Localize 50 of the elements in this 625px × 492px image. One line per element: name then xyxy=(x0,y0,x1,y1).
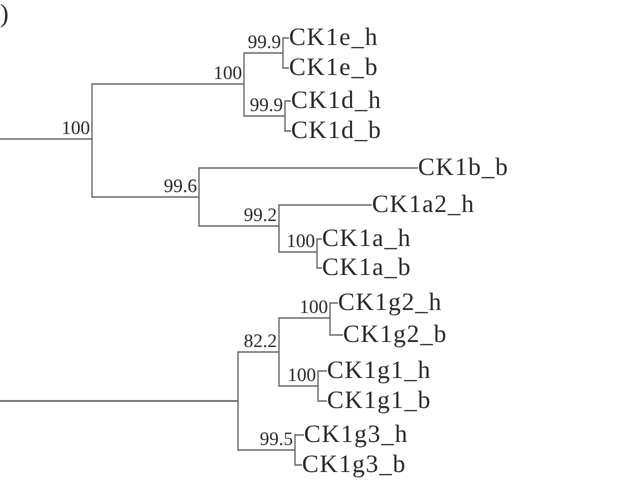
tree-branch xyxy=(294,434,304,450)
tree-branch xyxy=(243,84,285,117)
tree-branch xyxy=(0,400,295,451)
tree-branch xyxy=(284,116,291,132)
tree-branch xyxy=(282,37,289,53)
tree-branch xyxy=(198,167,418,197)
taxon-label: CK1d_h xyxy=(291,88,382,114)
taxon-label: CK1a_h xyxy=(322,226,412,252)
taxon-label: CK1a_b xyxy=(322,255,412,281)
tree-branch xyxy=(243,52,283,84)
bootstrap-value: 100 xyxy=(286,232,317,252)
panel-label: ) xyxy=(0,0,9,28)
tree-branch xyxy=(198,197,279,227)
taxon-label: CK1g2_h xyxy=(338,290,442,316)
tree-branch xyxy=(294,450,302,466)
tree-branch xyxy=(317,386,327,402)
taxon-label: CK1g2_b xyxy=(343,322,448,348)
bootstrap-value: 99.5 xyxy=(260,430,295,450)
bootstrap-value: 82.2 xyxy=(244,332,279,352)
taxon-label: CK1b_b xyxy=(418,155,509,181)
taxon-label: CK1e_b xyxy=(289,55,378,81)
tree-branch xyxy=(278,204,372,226)
tree-branch xyxy=(284,100,291,116)
taxon-label: CK1g1_b xyxy=(327,388,432,414)
bootstrap-value: 100 xyxy=(300,298,330,318)
tree-branch xyxy=(278,352,318,387)
tree-branch xyxy=(329,318,343,336)
bootstrap-value: 99.9 xyxy=(250,96,285,116)
tree-branch xyxy=(317,370,327,386)
bootstrap-value: 99.6 xyxy=(164,177,199,197)
bootstrap-value: 99.2 xyxy=(244,206,279,226)
taxon-label: CK1g3_h xyxy=(304,422,408,448)
tree-branch xyxy=(316,252,322,269)
tree-branch xyxy=(278,317,330,352)
tree-branch xyxy=(278,226,317,253)
tree-branch xyxy=(91,83,244,139)
tree-branch xyxy=(91,139,199,198)
bootstrap-value: 100 xyxy=(214,64,244,84)
tree-branch xyxy=(316,238,322,252)
tree-branch xyxy=(282,53,289,69)
taxon-label: CK1g1_h xyxy=(327,358,432,384)
taxon-label: CK1g3_b xyxy=(302,452,406,478)
taxon-label: CK1d_b xyxy=(291,118,382,144)
taxon-label: CK1a2_h xyxy=(372,192,475,218)
taxon-label: CK1e_h xyxy=(289,25,378,51)
bootstrap-value: 100 xyxy=(62,119,92,139)
tree-branch xyxy=(0,138,92,140)
bootstrap-value: 99.9 xyxy=(248,33,283,53)
bootstrap-value: 100 xyxy=(288,366,318,386)
tree-branch xyxy=(329,302,338,318)
